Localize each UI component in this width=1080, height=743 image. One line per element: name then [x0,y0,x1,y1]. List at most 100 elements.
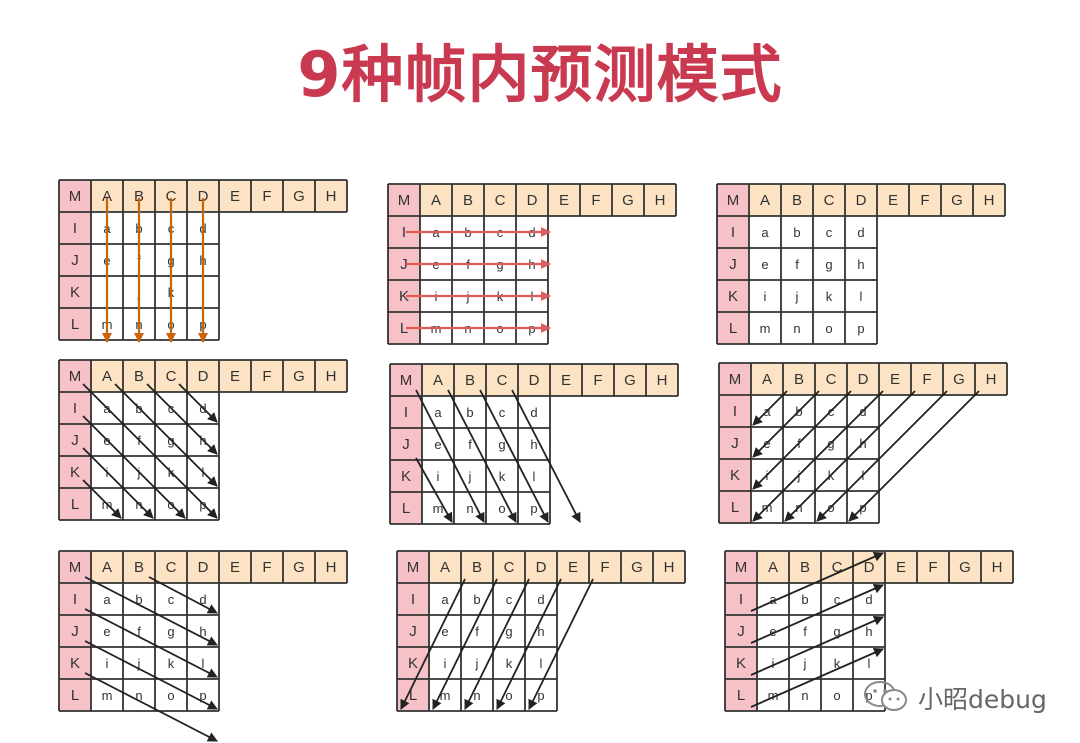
neighbor-label: I [733,403,737,420]
neighbor-label: K [70,284,80,301]
neighbor-label: F [262,559,271,576]
left-neighbor-cell [725,583,757,615]
top-neighbor-cell [283,551,315,583]
neighbor-label: C [826,371,837,388]
pixel-label: b [801,592,808,607]
neighbor-label: F [600,559,609,576]
pixel-label: f [803,624,807,639]
pixel-label: l [860,289,863,304]
prediction-arrow [400,578,466,710]
page-title: 9种帧内预测模式 [297,38,783,111]
prediction-arrow [84,640,218,710]
neighbor-label: L [71,496,79,513]
top-neighbor-cell [909,184,941,216]
neighbor-label: I [73,591,77,608]
neighbor-label: H [326,559,337,576]
pixel-label: e [103,624,110,639]
pixel-label: n [801,688,808,703]
pixel-label: o [505,688,512,703]
pixel-label: g [825,257,832,272]
top-neighbor-cell [614,364,646,396]
top-neighbor-cell [789,551,821,583]
neighbor-label: D [198,559,209,576]
top-neighbor-cell [653,551,685,583]
neighbor-label: F [922,371,931,388]
neighbor-label: I [73,220,77,237]
prediction-arrow [511,389,581,523]
left-neighbor-cell [59,488,91,520]
prediction-arrow [750,616,884,676]
top-neighbor-cell [646,364,678,396]
pixel-label: c [834,592,841,607]
prediction-arrow [750,584,884,644]
top-neighbor-cell [461,551,493,583]
neighbor-label: L [400,320,408,337]
left-neighbor-cell [719,491,751,523]
prediction-arrow [479,389,549,523]
pixel-cell [813,216,845,248]
prediction-arrow [84,576,218,646]
neighbor-label: F [262,368,271,385]
prediction-arrow [82,415,186,519]
pixel-cell [757,615,789,647]
pixel-cell [749,216,781,248]
pixel-cell [757,647,789,679]
pixel-label: a [769,592,777,607]
watermark-text: 小昭debug [918,685,1047,714]
prediction-arrow [82,447,154,519]
corner-cell [717,184,749,216]
neighbor-label: L [71,687,79,704]
neighbor-label: H [326,368,337,385]
neighbor-label: E [568,559,578,576]
pixel-label: p [199,688,206,703]
neighbor-label: E [890,371,900,388]
neighbor-label: C [824,192,835,209]
neighbor-label: C [832,559,843,576]
left-neighbor-cell [59,244,91,276]
neighbor-label: I [731,224,735,241]
corner-cell [59,180,91,212]
neighbor-label: L [729,320,737,337]
neighbor-label: H [992,559,1003,576]
neighbor-label: K [70,464,80,481]
left-neighbor-cell [725,647,757,679]
neighbor-label: L [731,499,739,516]
pixel-label: c [826,225,833,240]
neighbor-label: E [896,559,906,576]
neighbor-label: J [400,256,408,273]
neighbor-label: B [134,188,144,205]
top-neighbor-cell [877,184,909,216]
top-neighbor-cell [516,184,548,216]
prediction-arrow [82,479,122,519]
pixel-cell [845,248,877,280]
pixel-label: d [530,405,537,420]
pixel-label: m [102,688,113,703]
neighbor-label: D [864,559,875,576]
pixel-label: b [135,592,142,607]
neighbor-label: D [536,559,547,576]
left-neighbor-cell [59,212,91,244]
pixel-cell [789,647,821,679]
neighbor-label: D [198,188,209,205]
top-neighbor-cell [621,551,653,583]
top-neighbor-cell [757,551,789,583]
top-neighbor-cell [315,360,347,392]
neighbor-label: J [737,623,745,640]
left-neighbor-cell [59,679,91,711]
neighbor-label: A [102,559,112,576]
pixel-label: l [202,656,205,671]
neighbor-label: M [69,559,82,576]
prediction-arrow [816,390,948,522]
top-neighbor-cell [981,551,1013,583]
top-neighbor-cell [283,180,315,212]
top-neighbor-cell [219,551,251,583]
pixel-cell [422,460,454,492]
pixel-label: f [475,624,479,639]
top-neighbor-cell [315,180,347,212]
neighbor-label: D [529,372,540,389]
neighbor-label: G [293,368,305,385]
